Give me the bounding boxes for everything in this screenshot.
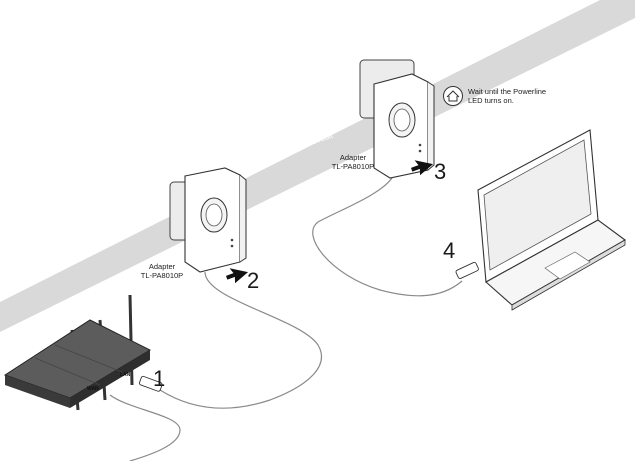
step-number-1: 1 <box>153 366 166 391</box>
cable-adapter-to-router <box>159 271 323 409</box>
arrow-icon <box>225 268 249 284</box>
adapter-left-label-line2: TL-PA8010P <box>140 271 184 280</box>
arrow-icon <box>410 160 434 176</box>
adapter-left-label-line1: Adapter <box>148 262 176 271</box>
router <box>3 294 163 411</box>
step-number-4: 4 <box>443 238 456 263</box>
led-note: Wait until the Powerline LED turns on. <box>468 87 546 105</box>
adapter-left <box>169 167 247 273</box>
adapter-right-label: Adapter TL-PA8010P <box>327 153 379 171</box>
step-number-3: 3 <box>434 159 447 184</box>
home-led-icon <box>443 86 463 106</box>
led-note-line1: Wait until the Powerline <box>468 87 547 96</box>
laptop <box>455 129 627 311</box>
adapter-left-label: Adapter TL-PA8010P <box>137 262 187 280</box>
router-lan-label: LAN <box>120 372 131 378</box>
router-wan-label: WAN <box>87 386 99 392</box>
step-number-2: 2 <box>247 268 260 293</box>
wall-band <box>0 0 635 332</box>
ethernet-cables <box>109 177 463 461</box>
cable-adapter-to-laptop <box>312 177 463 297</box>
adapter-right-label-line2: TL-PA8010P <box>331 162 375 171</box>
adapter-right-label-line1: Adapter <box>339 153 367 162</box>
adapter-right <box>359 59 435 179</box>
led-note-line2: LED turns on. <box>468 96 514 105</box>
cable-router-out <box>109 394 181 461</box>
